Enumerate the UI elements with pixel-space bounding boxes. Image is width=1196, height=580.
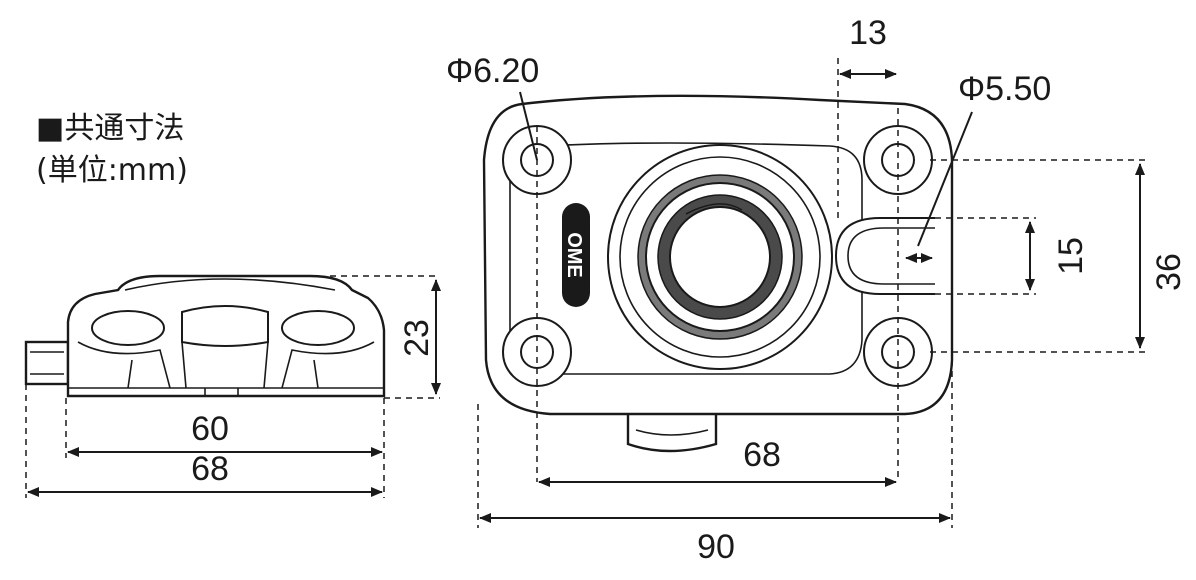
socket-bore — [669, 206, 771, 308]
brand-badge: OME — [562, 203, 590, 307]
slot-u — [834, 217, 935, 295]
slot-width-label: 15 — [1052, 237, 1090, 275]
release-tab — [626, 402, 718, 453]
side-view: 23 60 68 — [24, 274, 441, 498]
side-outer-width-label: 68 — [191, 450, 229, 488]
side-pocket-left — [91, 310, 165, 346]
mount-hole-top-right — [881, 143, 915, 177]
side-pocket-right — [281, 310, 355, 346]
slot-diameter-label: Φ5.50 — [958, 70, 1051, 108]
hole-spacing-label: 68 — [743, 436, 781, 474]
note-title: ■共通寸法 — [36, 111, 184, 146]
top-view: OME Φ6.20 13 Φ5.50 15 36 68 — [446, 14, 1188, 566]
side-tab — [24, 340, 70, 386]
overall-width-label: 90 — [697, 528, 735, 566]
brand-badge-text: OME — [563, 232, 585, 278]
side-pocket-center — [181, 305, 269, 347]
hole-diameter-left-label: Φ6.20 — [446, 52, 539, 90]
note-unit: (単位:mm) — [36, 153, 188, 188]
mount-height-label: 36 — [1150, 253, 1188, 291]
side-height-label: 23 — [398, 319, 436, 357]
side-inner-width-label: 60 — [191, 410, 229, 448]
slot-offset-label: 13 — [849, 14, 887, 52]
